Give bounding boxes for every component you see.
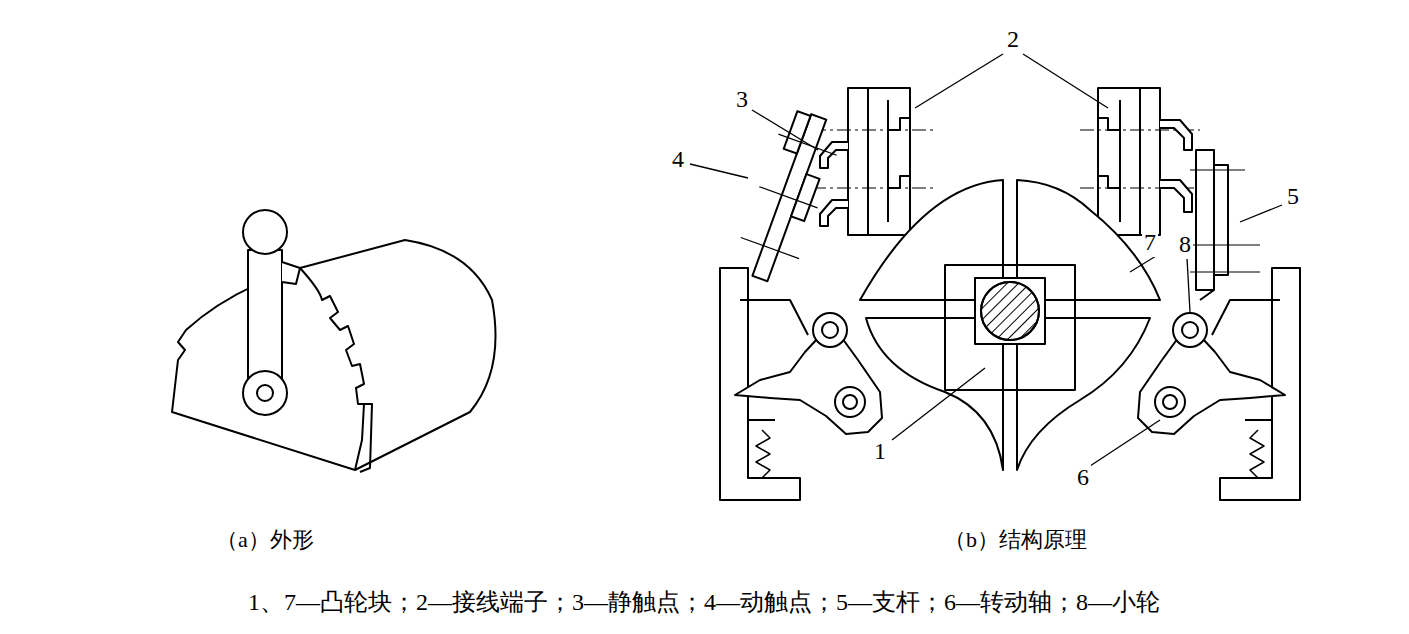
subfigure-caption: （b）结构原理 (942, 527, 1089, 552)
callout-number: 1 (872, 438, 888, 466)
callout-number: 8 (1177, 231, 1193, 259)
callout-number: 6 (1075, 464, 1091, 492)
structure-view (690, 54, 1300, 500)
callout-number: 2 (1005, 26, 1021, 54)
subfigure-caption: （a）外形 (214, 527, 316, 552)
external-view (172, 210, 496, 472)
callout-number: 7 (1142, 229, 1158, 257)
callout-number: 4 (670, 146, 686, 174)
leader-lines (690, 54, 1282, 466)
callout-number: 5 (1285, 183, 1301, 211)
callout-number: 3 (734, 86, 750, 114)
figure-caption: 1、7—凸轮块；2—接线端子；3—静触点；4—动触点；5—支杆；6—转动轴；8—… (246, 589, 1162, 617)
